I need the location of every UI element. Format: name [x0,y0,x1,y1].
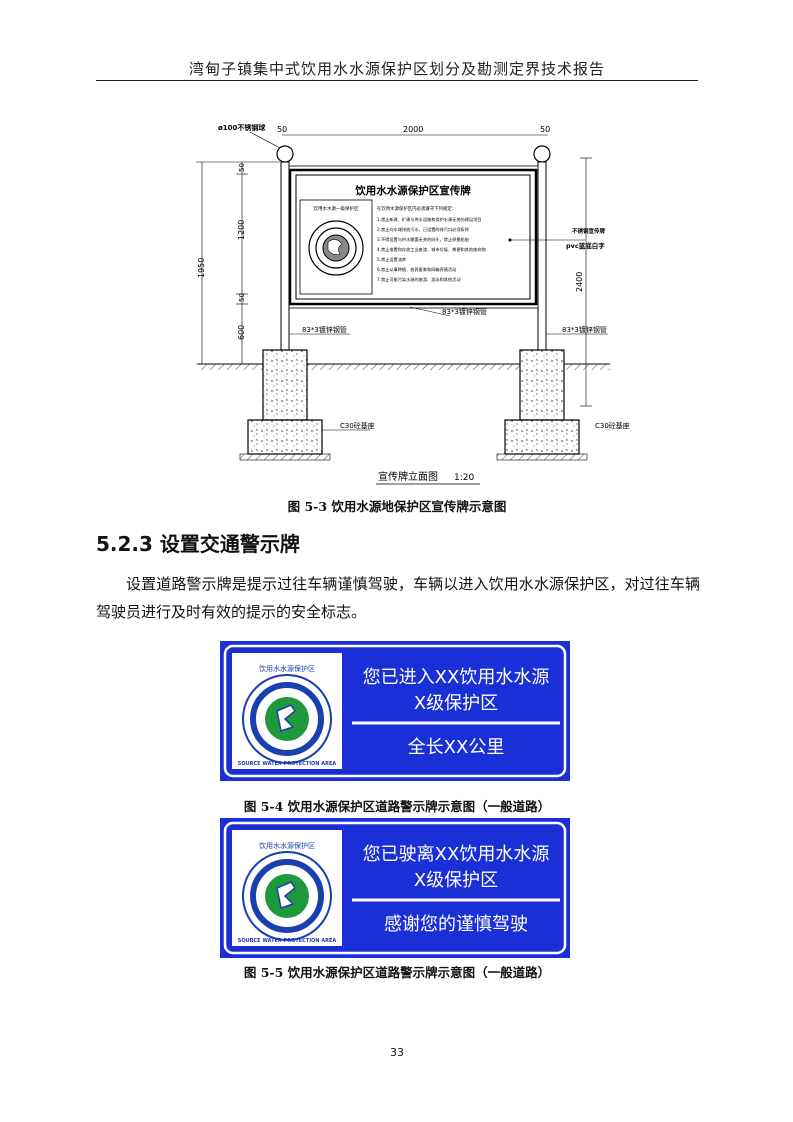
foundation-left-label: C30砼基座 [340,421,375,430]
drawing-title: 宣传牌立面图 [378,470,438,483]
sign-leave-line1: 您已驶离XX饮用水水源 [363,844,550,865]
steel-plate-label: 不锈钢宣传牌 [572,227,606,235]
left-foundation-lower [247,419,323,455]
dim-1950: 1950 [197,258,206,278]
running-header: 湾甸子镇集中式饮用水水源保护区划分及勘测定界技术报告 [188,60,605,78]
board-rule-4: 4.禁止堆置和存放工业废渣、城市垃圾、粪便和其他废弃物 [377,246,486,253]
board-rule-7: 7.禁止可能污染水源的旅游、游泳和其他活动 [377,276,461,283]
board-rule-1: 1.禁止新建、扩建与供水设施和保护水源无关的建设项目 [377,216,482,223]
board-title: 饮用水水源保护区宣传牌 [354,184,471,197]
dim-1200: 1200 [237,220,246,240]
dim-50-left: 50 [277,125,287,134]
board-rule-2: 2.禁止向水域排放污水，已设置的排污口必须拆除 [377,226,470,233]
drawing-scale: 1:20 [454,473,474,483]
sign-enter-line2: X级保护区 [414,693,498,714]
billboard-elevation-drawing: ø100不锈钢球 50 2000 50 饮用水水源保护区宣传牌 饮用水水源一级保… [196,123,630,485]
left-pole-ball [276,145,294,163]
board-rules-heading: 在饮用水源保护区内必须遵守下列规定： [377,205,456,212]
warning-sign-leave: 饮用水水源保护区 SOURCE WATER PROTECTION AREA 您已… [220,818,570,958]
body-paragraph: 设置道路警示牌是提示过往车辆谨慎驾驶，车辆以进入饮用水水源保护区，对过往车辆驾驶… [96,575,700,621]
sign-enter-line3: 全长XX公里 [408,737,505,758]
dim-50-right: 50 [540,125,550,134]
section-number: 5.2.3 [96,532,153,556]
board-rule-6: 6.禁止从事种植、放养畜禽和网箱养殖活动 [377,266,456,273]
right-foundation-lower [504,419,580,455]
sign-leave-line3: 感谢您的谨慎驾驶 [384,914,528,935]
dim-50-a: 50 [238,163,246,172]
board-rule-3: 3.不得设置与供水需要无关的码头，禁止停靠船舶 [377,236,469,243]
right-pole [537,161,547,353]
left-foundation-upper [262,349,308,421]
logo-bottom-text: SOURCE WATER PROTECTION AREA [238,761,337,767]
board-rule-5: 5.禁止设置油库 [377,256,406,263]
sign-enter-line1: 您已进入XX饮用水水源 [363,667,550,688]
left-pole [280,161,290,353]
right-pole-ball [533,145,551,163]
pvc-label: pvc蓝底白字 [566,241,605,250]
dim-2000: 2000 [403,125,423,134]
logo-top-text: 饮用水水源保护区 [259,664,315,673]
steel-tube-right-label: 83*3镀锌钢管 [562,325,607,334]
foundation-right-label: C30砼基座 [595,421,630,430]
board-logo-caption: 饮用水水源一级保护区 [314,205,359,212]
header-rule [96,80,698,81]
dim-600: 600 [237,325,246,340]
section-heading: 5.2.3 设置交通警示牌 [96,528,300,557]
figure-5-3-caption: 图 5-3 饮用水源地保护区宣传牌示意图 [287,499,507,514]
figure-5-5-caption: 图 5-5 饮用水源保护区道路警示牌示意图（一般道路） [243,965,551,980]
steel-tube-mid-label: 83*3镀锌钢管 [442,307,487,316]
dim-2400: 2400 [575,272,584,292]
logo-bottom-text: SOURCE WATER PROTECTION AREA [238,938,337,944]
sign-leave-line2: X级保护区 [414,870,498,891]
warning-sign-enter: 饮用水水源保护区 SOURCE WATER PROTECTION AREA 您已… [220,641,570,781]
page-number: 33 [390,1046,404,1059]
logo-top-text: 饮用水水源保护区 [259,841,315,850]
dim-50-b: 50 [238,293,246,302]
pole-diam-label: ø100不锈钢球 [218,123,266,132]
steel-tube-left-label: 83*3镀锌钢管 [302,325,347,334]
right-foundation-upper [519,349,565,421]
section-title: 设置交通警示牌 [159,532,300,556]
figure-5-4-caption: 图 5-4 饮用水源保护区道路警示牌示意图（一般道路） [243,799,551,814]
